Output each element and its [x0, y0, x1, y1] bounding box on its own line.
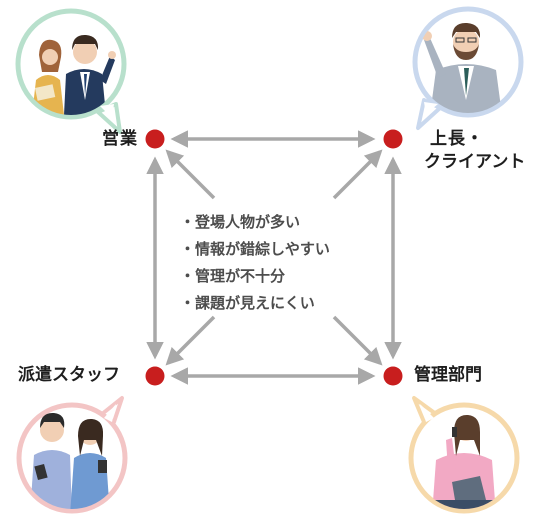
node-dot-staff — [145, 366, 165, 386]
node-dot-manager — [383, 129, 403, 149]
avatar-bubble-staff — [16, 396, 128, 514]
node-label-manager-line1: 上長・ — [430, 129, 484, 149]
sales-illustration — [32, 34, 116, 115]
connection-arrows — [146, 130, 402, 385]
issue-list: ・登場人物が多い ・情報が錯綜しやすい ・管理が不十分 ・課題が見えにくい — [180, 209, 330, 317]
node-label-sales: 営業 — [102, 129, 138, 149]
arrow-admin-center — [332, 315, 383, 366]
node-label-staff: 派遣スタッフ — [18, 365, 120, 385]
avatar-bubble-admin — [408, 396, 520, 514]
issue-item: ・課題が見えにくい — [180, 294, 315, 312]
issue-item: ・情報が錯綜しやすい — [180, 240, 330, 258]
staff-illustration — [30, 412, 110, 509]
avatar-bubble-manager — [412, 6, 524, 130]
node-label-admin: 管理部門 — [414, 365, 482, 385]
arrow-sales-center — [165, 149, 216, 200]
issue-item: ・登場人物が多い — [180, 213, 301, 231]
admin-illustration — [420, 414, 510, 509]
arrow-manager-center — [332, 149, 383, 200]
manager-illustration — [422, 22, 502, 113]
node-label-manager-line2: クライアント — [424, 152, 526, 172]
avatar-bubble-sales — [15, 8, 127, 134]
arrow-staff-center — [165, 315, 216, 366]
node-dot-sales — [145, 129, 165, 149]
issue-item: ・管理が不十分 — [180, 267, 286, 285]
node-dot-admin — [383, 366, 403, 386]
